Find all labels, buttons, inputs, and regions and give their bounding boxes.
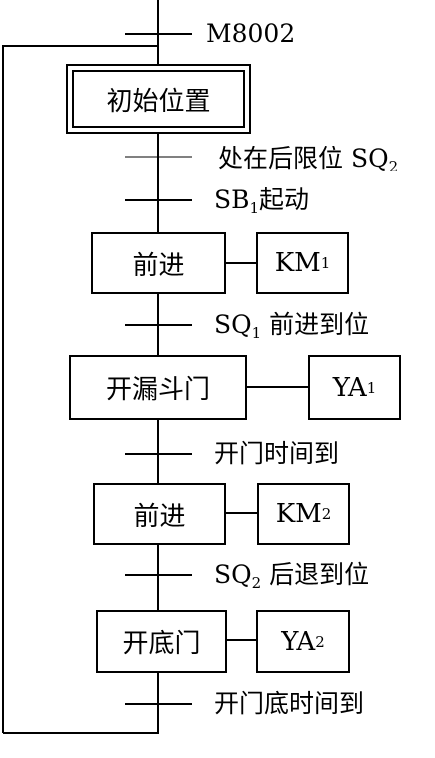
transition-label-start: SB1起动: [214, 185, 310, 217]
transition-label-open-time: 开门时间到: [214, 439, 340, 468]
transition-label-m8002: M8002: [206, 19, 296, 48]
transition-label-sq2: SQ2 后退到位: [214, 560, 370, 592]
transition-label-rear-limit: 处在后限位 SQ2: [218, 146, 399, 171]
step-open-bottom-door: 开底门: [96, 610, 227, 673]
step-open-hopper-door: 开漏斗门: [69, 355, 247, 420]
transition-label-bottom-time: 开门底时间到: [214, 689, 365, 718]
transition-label-sq1: SQ1 前进到位: [214, 310, 370, 342]
step-forward-2: 前进: [93, 483, 226, 545]
step-initial-position: 初始位置: [66, 64, 251, 134]
step-forward-1: 前进: [91, 232, 226, 294]
